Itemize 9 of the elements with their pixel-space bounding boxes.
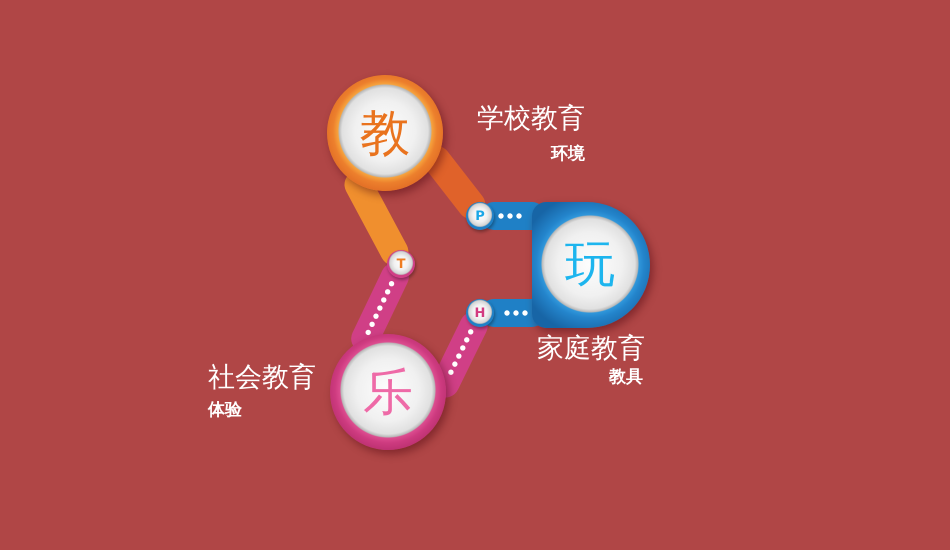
heading-text: 家庭教育 <box>537 335 645 362</box>
character-label: 乐 <box>363 367 413 417</box>
caption-text: 环境 <box>551 146 585 163</box>
caption-text: 体验 <box>208 402 242 419</box>
character-label: 玩 <box>565 239 615 289</box>
heading-text: 学校教育 <box>477 105 585 132</box>
character-label: 教 <box>360 108 410 158</box>
caption-text: 教具 <box>609 369 643 386</box>
heading-text: 社会教育 <box>208 364 316 391</box>
